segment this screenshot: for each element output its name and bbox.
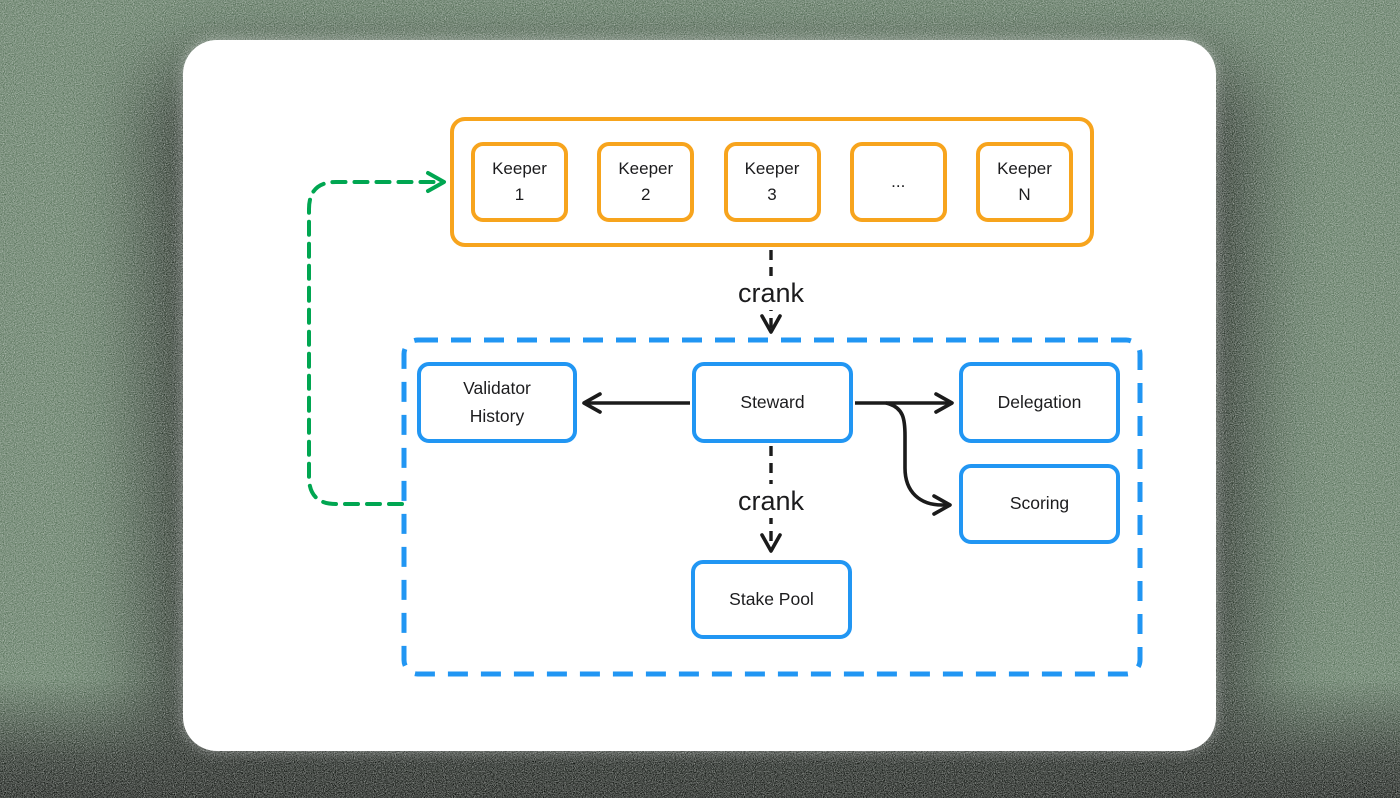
keeper-ellipsis-node: ... <box>849 142 947 222</box>
crank-label-bottom: crank <box>713 484 829 518</box>
keeper-n-node: Keeper N <box>976 142 1073 222</box>
keeper-2-node: Keeper 2 <box>597 142 695 222</box>
crank-label-top: crank <box>713 276 829 310</box>
scoring-node: Scoring <box>959 464 1120 544</box>
keeper-cluster: Keeper 1 Keeper 2 Keeper 3 ... Keeper N <box>450 117 1094 247</box>
delegation-node: Delegation <box>959 362 1120 443</box>
stake-pool-node: Stake Pool <box>691 560 852 639</box>
keeper-3-node: Keeper 3 <box>723 142 821 222</box>
keeper-1-node: Keeper 1 <box>471 142 568 222</box>
steward-node: Steward <box>692 362 853 443</box>
validator-history-node: Validator History <box>417 362 577 443</box>
